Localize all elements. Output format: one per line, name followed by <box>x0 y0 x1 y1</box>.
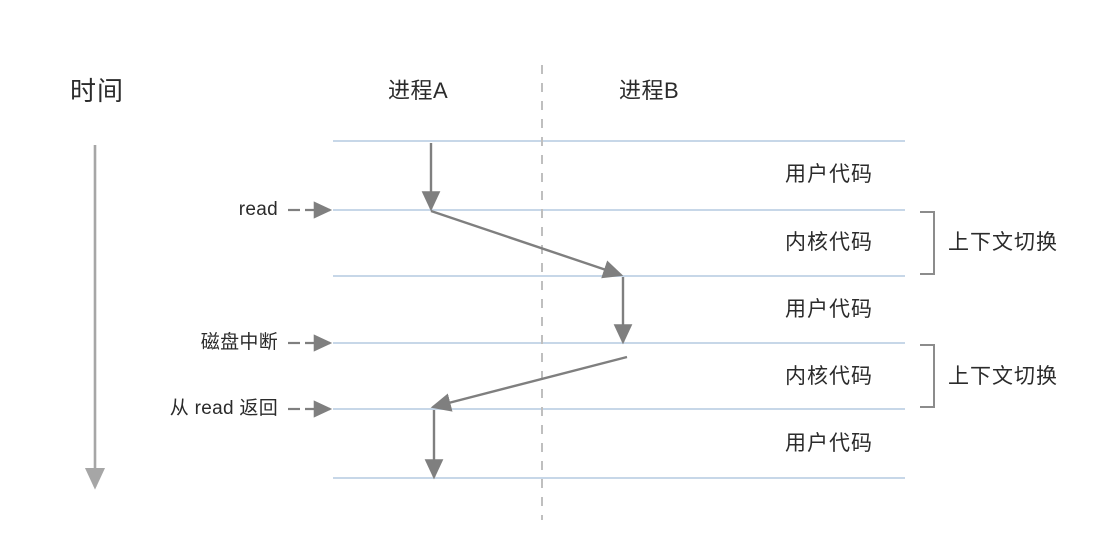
context-switch-bracket-1 <box>920 344 935 408</box>
event-pointer-arrows <box>288 201 333 418</box>
flow-b-to-a-switch <box>430 355 628 412</box>
execution-flow-arrows <box>421 143 633 480</box>
band-label-user-2: 用户代码 <box>785 298 873 321</box>
context-switch-brackets <box>920 211 935 408</box>
band-label-kernel-3: 内核代码 <box>785 365 873 388</box>
context-switch-bracket-0 <box>920 211 935 275</box>
context-switch-label-1: 上下文切换 <box>948 365 1058 388</box>
band-label-user-4: 用户代码 <box>785 432 873 455</box>
time-axis-label: 时间 <box>70 76 125 106</box>
band-label-kernel-1: 内核代码 <box>785 231 873 254</box>
process-header-a: 进程A <box>388 78 449 103</box>
band-label-user-0: 用户代码 <box>785 163 873 186</box>
event-label-2: 从 read 返回 <box>169 398 278 419</box>
event-label-0: read <box>238 199 278 220</box>
flow-a-to-b-switch <box>430 209 624 279</box>
process-header-b: 进程B <box>619 78 680 103</box>
event-label-1: 磁盘中断 <box>200 332 278 353</box>
context-switch-label-0: 上下文切换 <box>948 231 1058 254</box>
